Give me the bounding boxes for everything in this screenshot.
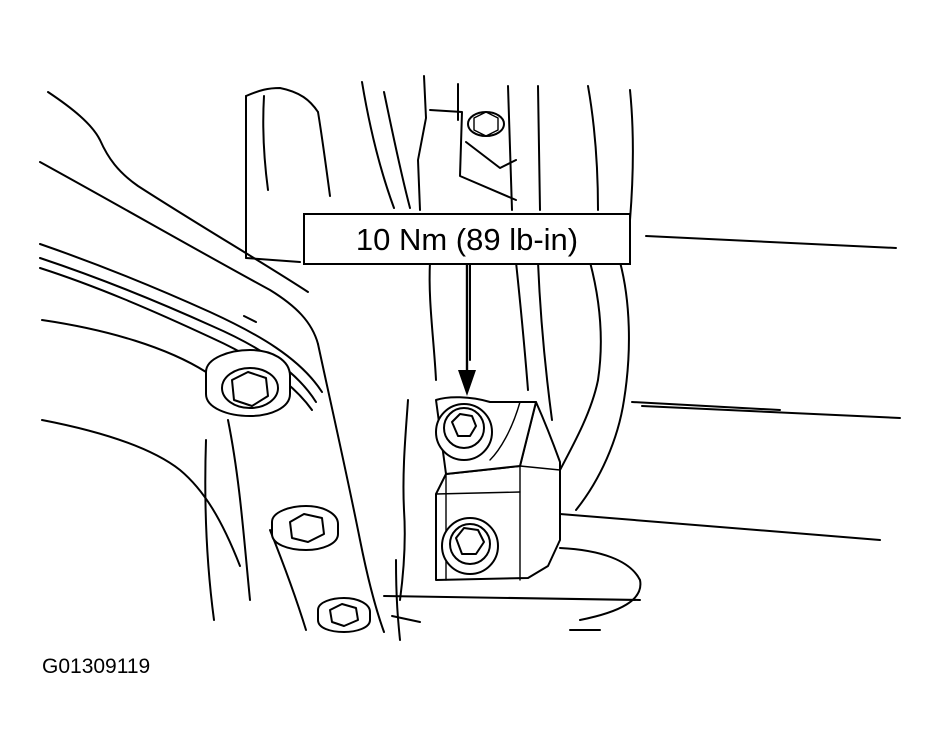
- callout-arrowhead: [458, 370, 476, 396]
- flange-bolt-middle: [271, 505, 339, 551]
- right-bracket-structure: [383, 261, 642, 641]
- upper-bolt: [465, 111, 517, 169]
- flange-bolt-large: [205, 349, 291, 417]
- right-side-lines: [559, 235, 901, 541]
- flange-bolt-lower: [317, 597, 371, 633]
- lower-bracket-bolt: [441, 517, 499, 575]
- figure-id: G01309119: [42, 655, 151, 678]
- left-housing: [39, 91, 385, 633]
- torque-label-box: [303, 213, 631, 265]
- center-panel: [245, 75, 634, 263]
- target-bolt: [435, 403, 493, 461]
- torque-callout: 10 Nm (89 lb-in): [303, 213, 631, 396]
- torque-label: 10 Nm (89 lb-in): [356, 222, 578, 257]
